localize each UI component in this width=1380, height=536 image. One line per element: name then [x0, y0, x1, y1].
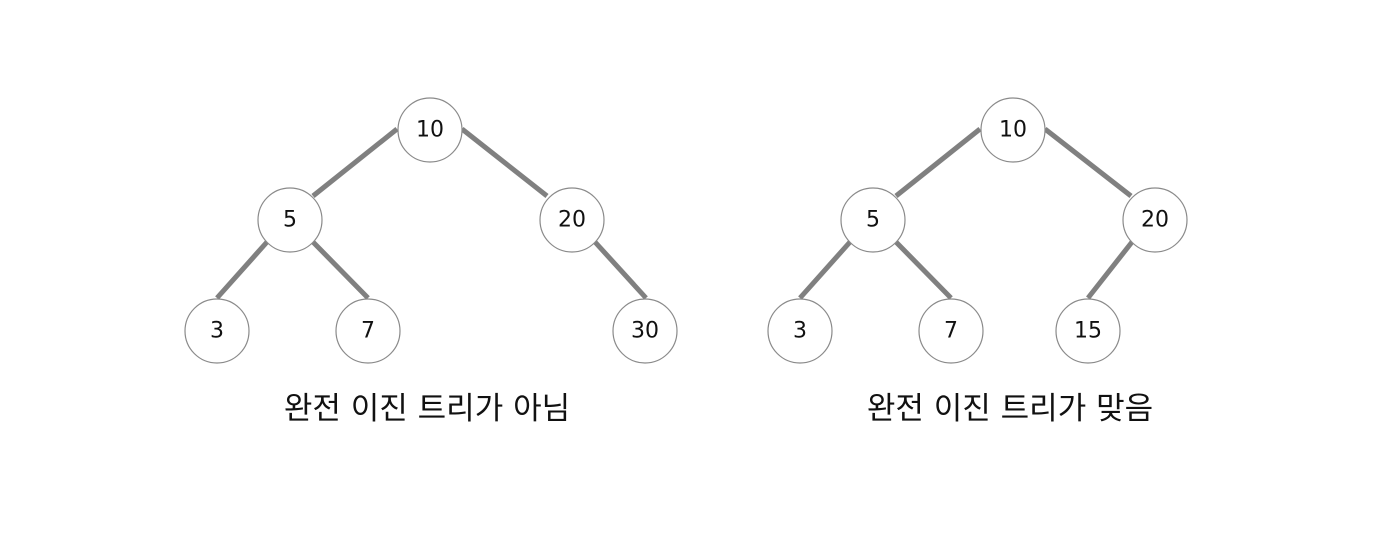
tree-node: 10	[980, 97, 1046, 163]
tree-node: 7	[335, 298, 401, 364]
edge-10-5	[894, 127, 982, 198]
tree-node: 10	[397, 97, 463, 163]
edge-10-5	[311, 127, 399, 198]
node-label: 3	[210, 319, 224, 344]
node-label: 15	[1074, 319, 1102, 344]
tree-node: 7	[918, 298, 984, 364]
edge-5-7	[894, 240, 953, 300]
node-label: 5	[866, 208, 880, 233]
node-label: 5	[283, 208, 297, 233]
tree-node: 20	[539, 187, 605, 253]
node-label: 7	[361, 319, 375, 344]
tree-right-caption: 완전 이진 트리가 맞음	[866, 391, 1154, 427]
tree-node: 30	[612, 298, 678, 364]
edge-10-20	[460, 127, 549, 198]
edge-10-20	[1043, 127, 1133, 198]
node-label: 10	[416, 118, 444, 143]
edge-20-30	[593, 240, 648, 300]
tree-node: 15	[1055, 298, 1121, 364]
tree-right-edges	[798, 127, 1134, 300]
tree-node: 5	[840, 187, 906, 253]
tree-node: 20	[1122, 187, 1188, 253]
tree-left-edges	[215, 127, 648, 300]
tree-node: 3	[184, 298, 250, 364]
tree-left-caption: 완전 이진 트리가 아님	[283, 391, 571, 427]
edge-5-3	[798, 240, 852, 300]
tree-node: 5	[257, 187, 323, 253]
edge-5-7	[311, 240, 370, 300]
edge-20-15	[1086, 240, 1134, 300]
node-label: 7	[944, 319, 958, 344]
tree-left-nodes: 10 5 20 3 7 30	[184, 97, 678, 364]
tree-right-nodes: 10 5 20 3 7 15	[767, 97, 1188, 364]
node-label: 20	[1141, 208, 1169, 233]
node-label: 30	[631, 319, 659, 344]
tree-node: 3	[767, 298, 833, 364]
node-label: 20	[558, 208, 586, 233]
edge-5-3	[215, 240, 269, 300]
node-label: 10	[999, 118, 1027, 143]
node-label: 3	[793, 319, 807, 344]
